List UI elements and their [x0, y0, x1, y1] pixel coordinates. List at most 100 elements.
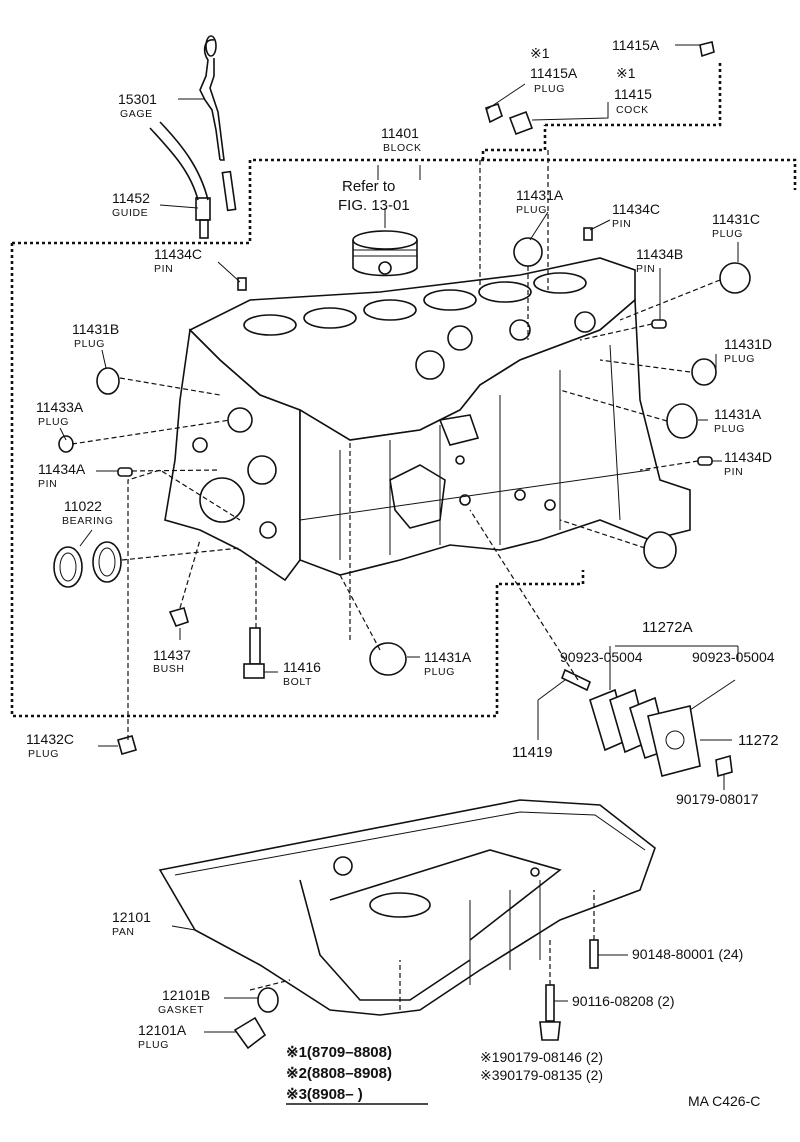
part-label-90923-b: 90923-05004 [692, 649, 775, 665]
refer-line-2: FIG. 13-01 [338, 197, 410, 214]
refer-line-1: Refer to [342, 178, 395, 195]
part-number: 11434B [636, 246, 683, 262]
oil-pan-drawing [158, 799, 656, 1050]
part-number: 11416 [283, 659, 321, 675]
part-number: 15301 [118, 91, 157, 107]
part-number: 11434C [612, 201, 660, 217]
part-name: PLUG [38, 416, 69, 428]
part-name: PLUG [724, 353, 755, 365]
part-name: PIN [38, 478, 57, 490]
guide-tube-drawing [149, 121, 211, 239]
part-label-12101: 12101 PAN [112, 909, 151, 938]
part-number: 11433A [36, 399, 84, 415]
part-label-11415-cock: ※1 11415 COCK [614, 65, 652, 116]
part-number: 12101B [162, 987, 210, 1003]
part-number: 90116-08208 (2) [572, 993, 674, 1009]
part-name: PLUG [424, 666, 455, 678]
part-number: 11432C [26, 731, 74, 747]
part-number: 11419 [512, 744, 553, 761]
note-mark: ※1 [616, 65, 636, 81]
piston-drawing [352, 208, 418, 277]
part-number: 11431B [72, 321, 119, 337]
part-number: 11437 [153, 647, 191, 663]
part-label-12101A: 12101A PLUG [138, 1022, 187, 1051]
part-label-11433A: 11433A PLUG [36, 399, 84, 428]
part-number: 11434C [154, 246, 202, 262]
part-name: PAN [112, 926, 135, 938]
part-label-11431A-bottom: 11431A PLUG [424, 649, 472, 678]
part-name: GAGE [120, 108, 153, 120]
part-name: PIN [636, 263, 655, 275]
part-name: PLUG [534, 83, 565, 95]
part-number: 90179-08017 [676, 791, 759, 807]
part-number: 11272 [738, 732, 779, 749]
part-label-90179-08017: 90179-08017 [676, 791, 759, 807]
legend-row-2: ※2(8808–8908) [286, 1065, 392, 1082]
part-name: GUIDE [112, 207, 148, 219]
engine-block-drawing [164, 257, 691, 582]
part-name: COCK [616, 104, 649, 116]
part-number: ※390179-08135 (2) [480, 1067, 603, 1083]
part-label-11434C-left: 11434C PIN [154, 246, 202, 275]
part-label-90116: 90116-08208 (2) [572, 993, 674, 1009]
part-label-11431B: 11431B PLUG [72, 321, 119, 350]
part-number: 11022 [64, 498, 102, 514]
note-mark: ※1 [530, 45, 550, 61]
part-label-90923-a: 90923-05004 [560, 649, 643, 665]
part-number: 11431A [714, 406, 762, 422]
part-label-11431A-right: 11431A PLUG [714, 406, 762, 435]
part-label-90179-08146: ※190179-08146 (2) [480, 1049, 603, 1065]
small-parts-drawings [53, 41, 751, 755]
part-name: BLOCK [383, 142, 422, 154]
part-number: 11415 [614, 86, 652, 102]
legend-row-1: ※1(8709–8808) [286, 1044, 392, 1061]
part-label-11437: 11437 BUSH [153, 647, 191, 675]
part-number: 11431C [712, 211, 760, 227]
part-label-11431C: 11431C PLUG [712, 211, 760, 240]
part-name: PLUG [138, 1039, 169, 1051]
part-number: 11452 [112, 190, 150, 206]
part-name: BOLT [283, 676, 312, 688]
part-label-11416: 11416 BOLT [283, 659, 321, 688]
part-label-90148: 90148-80001 (24) [632, 946, 743, 962]
part-name: PIN [154, 263, 173, 275]
part-name: PLUG [516, 204, 547, 216]
part-label-11022: 11022 BEARING [62, 498, 113, 527]
part-number: 11434D [724, 449, 772, 465]
part-name: PLUG [712, 228, 743, 240]
legend-row-3: ※3(8908– ) [286, 1086, 363, 1103]
part-number: 11415A [530, 65, 578, 81]
part-number: 11431A [424, 649, 472, 665]
part-number: 12101A [138, 1022, 187, 1038]
part-name: BEARING [62, 515, 113, 527]
part-label-11431A-top: 11431A PLUG [516, 187, 564, 216]
date-legend: ※1(8709–8808) ※2(8808–8908) ※3(8908– ) [286, 1044, 428, 1105]
part-label-11434A: 11434A PIN [38, 461, 86, 490]
part-name: PLUG [714, 423, 745, 435]
part-label-11415A-plug: ※1 11415A PLUG [530, 45, 578, 95]
part-label-12101B: 12101B GASKET [158, 987, 210, 1016]
part-label-11415A-top: 11415A [612, 37, 660, 53]
part-number: 90148-80001 (24) [632, 946, 743, 962]
part-label-15301: 15301 GAGE [118, 91, 157, 120]
part-label-11272: 11272 [738, 732, 779, 749]
part-label-90179-08135: ※390179-08135 (2) [480, 1067, 603, 1083]
diagram-code: MA C426-C [688, 1093, 760, 1109]
part-number: 12101 [112, 909, 151, 925]
part-number: 11415A [612, 37, 660, 53]
part-label-11419: 11419 [512, 744, 553, 761]
part-name: PLUG [28, 748, 59, 760]
part-number: 11431A [516, 187, 564, 203]
part-number: 11272A [642, 619, 693, 636]
part-number: 11431D [724, 336, 772, 352]
gage-dipstick-drawing [199, 35, 237, 212]
part-label-11432C: 11432C PLUG [26, 731, 74, 760]
part-label-11431D: 11431D PLUG [724, 336, 772, 365]
part-name: PIN [724, 466, 743, 478]
part-number: 90923-05004 [560, 649, 643, 665]
part-name: GASKET [158, 1004, 204, 1016]
part-label-11272A: 11272A [642, 619, 693, 636]
part-label-11434C-right: 11434C PIN [612, 201, 660, 230]
part-name: PIN [612, 218, 631, 230]
